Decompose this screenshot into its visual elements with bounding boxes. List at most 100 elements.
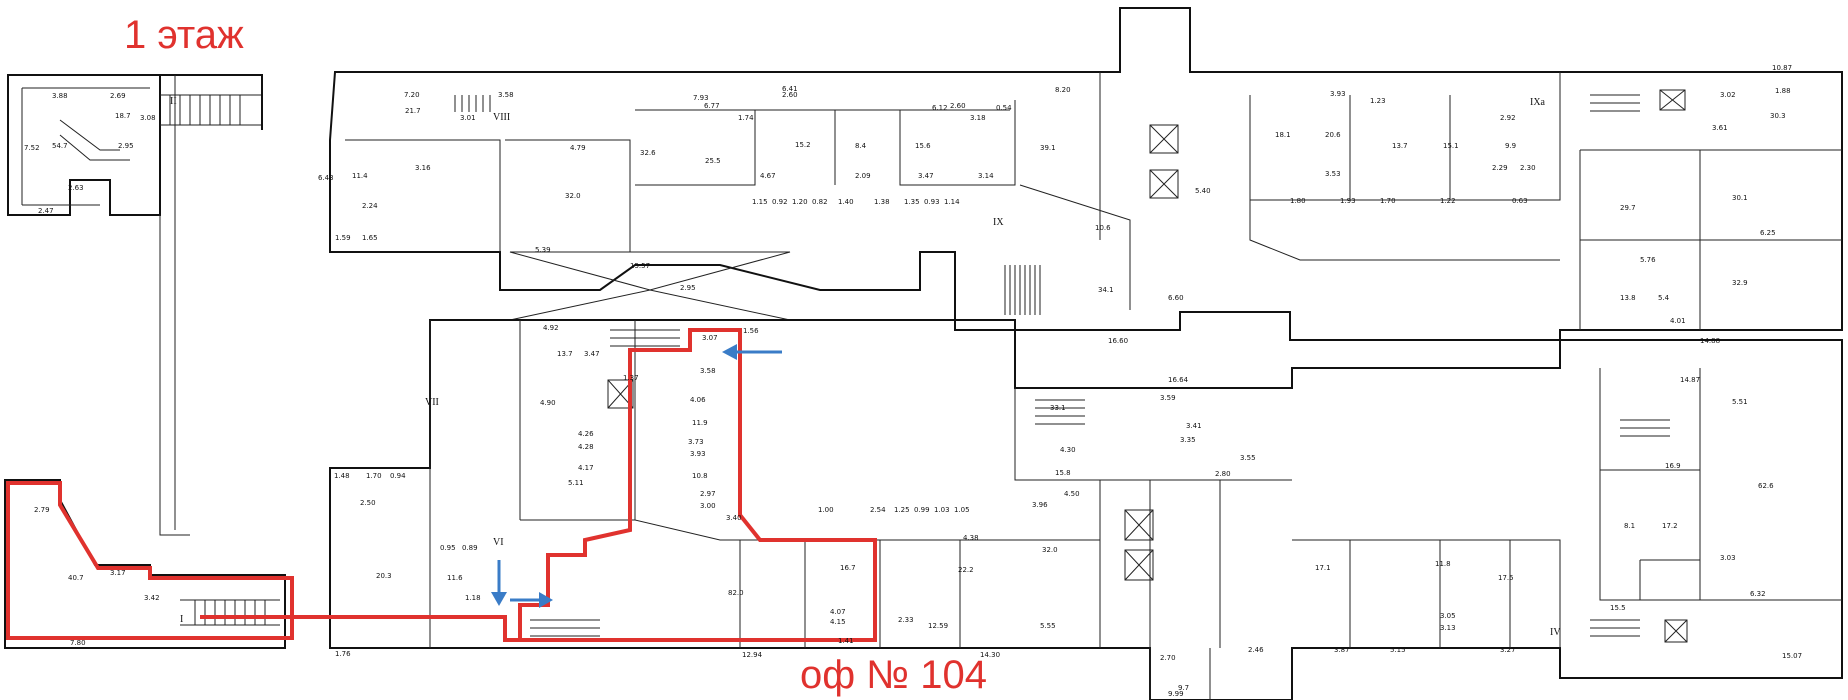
- dimension-label: 16.64: [1168, 376, 1189, 384]
- dimension-label: 5.55: [1040, 622, 1056, 630]
- dimension-label: 2.95: [680, 284, 696, 292]
- dimension-label: 1.74: [738, 114, 754, 122]
- route-path-left: [6, 481, 294, 640]
- dimension-label: 3.14: [978, 172, 994, 180]
- room-area: 40.7: [68, 574, 84, 582]
- dimension-label: 2.33: [898, 616, 914, 624]
- dimension-label: 3.59: [1160, 394, 1176, 402]
- dimension-label: 2.29: [1492, 164, 1508, 172]
- dimension-label: 1.35: [904, 198, 920, 206]
- room-area-labels: 54.7 18.7 21.7 11.4 32.0 32.6 15.2 25.5 …: [52, 107, 1786, 692]
- dimension-label: 3.73: [688, 438, 704, 446]
- dimension-label: 1.03: [934, 506, 950, 514]
- dimension-label: 1.41: [838, 637, 854, 645]
- left-wing-upper: [7, 74, 263, 536]
- dimension-label: 3.27: [1500, 646, 1516, 654]
- dimension-label: 3.42: [144, 594, 160, 602]
- room-area: 62.6: [1758, 482, 1774, 490]
- dimension-label: 3.07: [702, 334, 718, 342]
- dimension-label: 1.80: [1290, 197, 1306, 205]
- dimension-label: 2.60: [782, 91, 798, 99]
- dimension-label: 1.48: [334, 472, 350, 480]
- dimension-label: 3.96: [1032, 501, 1048, 509]
- dimension-label: 3.03: [1720, 554, 1736, 562]
- dimension-label: 1.88: [1775, 87, 1791, 95]
- room-area: 13.8: [1620, 294, 1636, 302]
- room-area: 17.1: [1315, 564, 1331, 572]
- dimension-label: 3.58: [700, 367, 716, 375]
- dimension-label: 1.76: [335, 650, 351, 658]
- dimension-label: 3.58: [498, 91, 514, 99]
- section-label: I: [180, 614, 183, 625]
- section-label: VIII: [493, 112, 510, 123]
- upper-block: [329, 7, 1843, 341]
- dimension-label: 6.25: [1760, 229, 1776, 237]
- dimension-label: 3.41: [1186, 422, 1202, 430]
- room-area: 17.5: [1498, 574, 1514, 582]
- dimension-label: 5.39: [535, 246, 551, 254]
- dimension-label: 1.20: [792, 198, 808, 206]
- dimension-label: 2.70: [1160, 654, 1176, 662]
- room-area: 54.7: [52, 142, 68, 150]
- room-area: 17.2: [1662, 522, 1678, 530]
- dimension-label: 6.12: [932, 104, 948, 112]
- dimension-label: 3.40: [726, 514, 742, 522]
- section-label: IV: [1550, 627, 1561, 638]
- room-area: 5.4: [1658, 294, 1670, 302]
- room-area: 11.6: [447, 574, 463, 582]
- dimension-label: 3.00: [700, 502, 716, 510]
- dimension-label: 0.54: [996, 104, 1012, 112]
- dimension-label: 4.26: [578, 430, 594, 438]
- dimension-label: 2.09: [855, 172, 871, 180]
- room-area: 9.9: [1505, 142, 1516, 150]
- dimension-label: 0.89: [462, 544, 478, 552]
- entrance-arrow-right: [510, 592, 553, 608]
- dimension-label: 0.92: [772, 198, 788, 206]
- dimension-label: 1.70: [1380, 197, 1396, 205]
- dimension-label: 4.50: [1064, 490, 1080, 498]
- dimension-label: 4.38: [963, 534, 979, 542]
- dimension-label: 6.77: [704, 102, 720, 110]
- dimension-label: 14.87: [1680, 376, 1700, 384]
- dimension-label: 3.16: [415, 164, 431, 172]
- dimension-label: 5.51: [1732, 398, 1748, 406]
- dimension-label: 3.05: [1440, 612, 1456, 620]
- room-area: 18.7: [115, 112, 131, 120]
- dimension-label: 0.94: [390, 472, 406, 480]
- dimension-label: 1.18: [465, 594, 481, 602]
- dimension-label: 2.46: [1248, 646, 1264, 654]
- dimension-label: 9.99: [1168, 690, 1184, 698]
- dimension-label: 14.30: [980, 651, 1000, 659]
- dimension-label: 2.97: [700, 490, 716, 498]
- section-label: IX: [993, 217, 1004, 228]
- dimension-label: 1.56: [743, 327, 759, 335]
- dimension-label: 7.52: [24, 144, 40, 152]
- dimension-label: 6.43: [318, 174, 334, 182]
- section-label: II: [170, 96, 177, 107]
- dimension-label: 2.63: [68, 184, 84, 192]
- dimension-label: 4.90: [540, 399, 556, 407]
- office-label: оф № 104: [800, 653, 987, 697]
- dimension-label: 3.17: [110, 569, 126, 577]
- dimension-label: 4.06: [690, 396, 706, 404]
- dimension-label: 3.87: [1334, 646, 1350, 654]
- dimension-label: 3.93: [690, 450, 706, 458]
- lower-block: [329, 319, 1843, 700]
- room-area: 82.0: [728, 589, 744, 597]
- dimension-label: 1.70: [366, 472, 382, 480]
- dimension-label: 4.15: [830, 618, 846, 626]
- dimension-label: 4.01: [1670, 317, 1686, 325]
- dimension-label: 2.50: [360, 499, 376, 507]
- entrance-arrow-office: [722, 344, 782, 360]
- dimension-label: 4.92: [543, 324, 559, 332]
- room-area: 15.8: [1055, 469, 1071, 477]
- dimension-label: 3.35: [1180, 436, 1196, 444]
- dimension-label: 6.41: [782, 85, 798, 93]
- dimension-label: 1.37: [623, 374, 639, 382]
- room-area: 30.3: [1770, 112, 1786, 120]
- dimension-label: 5.11: [568, 479, 584, 487]
- room-area: 11.8: [1435, 560, 1451, 568]
- room-area: 20.6: [1325, 131, 1341, 139]
- dimension-label: 3.01: [460, 114, 476, 122]
